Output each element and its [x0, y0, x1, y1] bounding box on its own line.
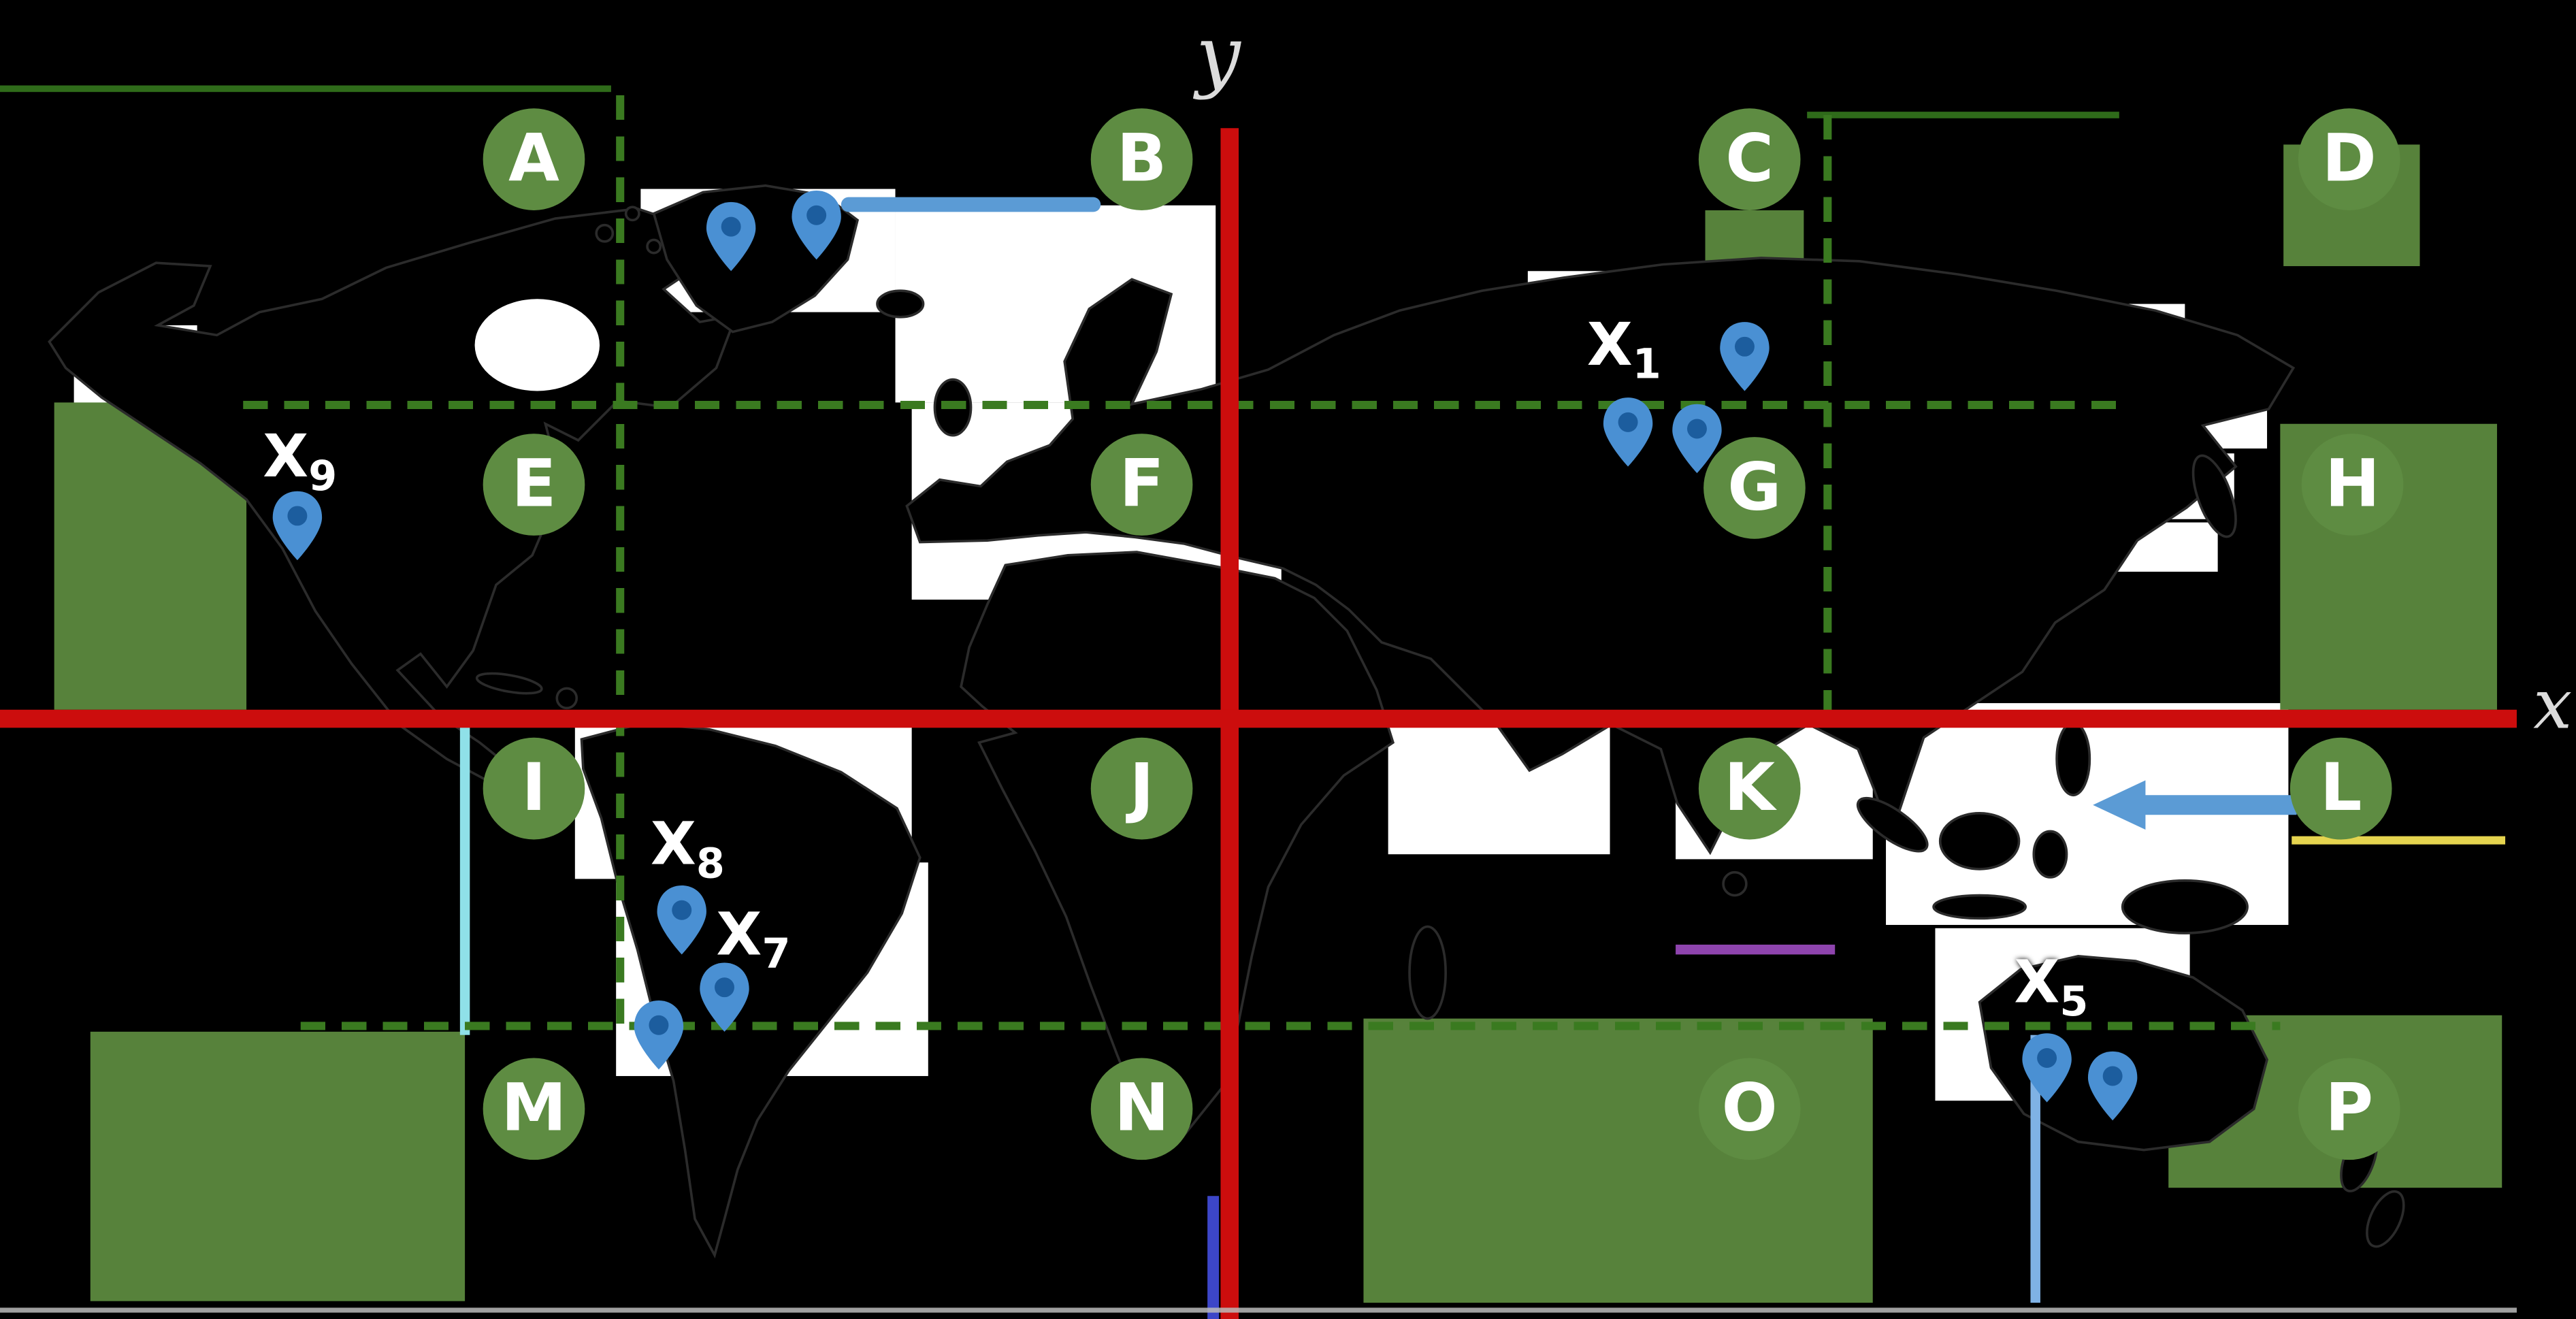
indigo-highlight-line — [1207, 1196, 1220, 1319]
location-pin-icon — [631, 997, 687, 1073]
location-pin-icon — [703, 199, 759, 274]
north-america — [48, 207, 738, 787]
region-highlight-rect — [90, 1031, 466, 1301]
grid-solid-line-top-left — [0, 85, 611, 93]
region-marker-o: O — [1698, 1058, 1801, 1160]
x-axis-line — [0, 709, 2517, 728]
y-axis-label: y — [1196, 10, 1241, 102]
grid-dashed-vertical-1 — [616, 95, 625, 1035]
grid-dashed-horizontal-1 — [243, 400, 2116, 410]
region-marker-n: N — [1090, 1058, 1193, 1160]
point-label-x9: X9 — [263, 423, 338, 500]
location-pin-icon — [789, 187, 845, 263]
point-label-x7: X7 — [716, 902, 791, 978]
region-marker-f: F — [1090, 434, 1193, 536]
region-marker-k: K — [1698, 737, 1801, 840]
lightblue-highlight-line — [2030, 1035, 2040, 1303]
grid-solid-line-top-right — [1807, 112, 2119, 118]
africa — [960, 551, 1395, 1139]
x-axis-label: x — [2533, 664, 2573, 745]
south-america — [580, 721, 922, 1258]
bottom-frame-line — [0, 1307, 2517, 1313]
purple-highlight-line — [1676, 944, 1836, 955]
region-marker-c: C — [1698, 108, 1801, 210]
region-marker-p: P — [2298, 1058, 2400, 1160]
grid-dashed-horizontal-2 — [300, 1022, 2281, 1030]
yellow-highlight-line — [2292, 836, 2506, 845]
region-marker-m: M — [483, 1058, 585, 1160]
region-marker-j: J — [1090, 737, 1193, 840]
cyan-highlight-line — [459, 723, 470, 1035]
location-pin-icon — [696, 960, 752, 1035]
point-label-x8: X8 — [650, 811, 725, 888]
region-highlight-rect — [1363, 1018, 1873, 1303]
region-marker-h: H — [2301, 434, 2404, 536]
region-marker-g: G — [1703, 437, 1806, 539]
point-label-x5: X5 — [2014, 949, 2089, 1026]
hudson-bay-patch — [474, 299, 600, 391]
region-marker-i: I — [483, 737, 585, 840]
location-pin-icon — [1669, 401, 1725, 476]
location-pin-icon — [2085, 1048, 2140, 1124]
location-pin-icon — [1600, 394, 1656, 470]
region-marker-l: L — [2289, 737, 2392, 840]
region-marker-e: E — [483, 434, 585, 536]
connector-line-b — [841, 197, 1101, 212]
location-pin-icon — [654, 882, 710, 958]
grid-dashed-vertical-2 — [1823, 114, 1832, 723]
point-label-x1: X1 — [1586, 312, 1661, 389]
location-pin-icon — [270, 488, 325, 564]
region-marker-a: A — [483, 108, 585, 210]
location-pin-icon — [2019, 1030, 2075, 1105]
region-marker-d: D — [2298, 108, 2400, 210]
arrow-left-icon — [2087, 775, 2304, 834]
region-marker-b: B — [1090, 108, 1193, 210]
location-pin-icon — [1716, 319, 1772, 394]
